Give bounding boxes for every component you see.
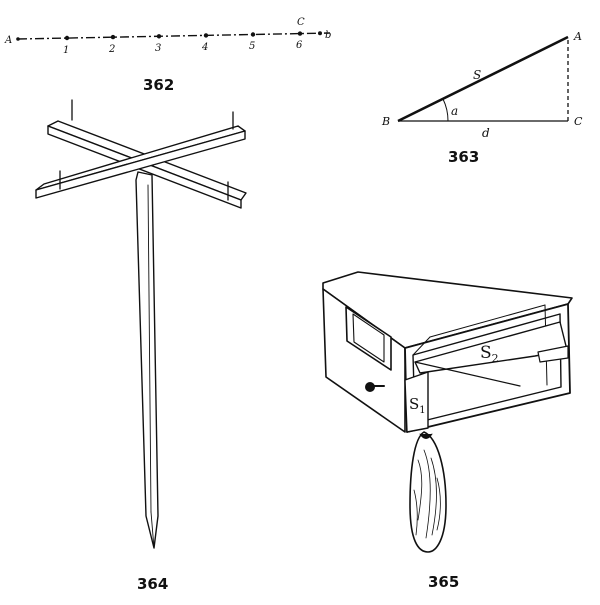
fig362-num-6: 6 <box>296 40 303 51</box>
fig362-label-left: A <box>4 35 12 46</box>
fig362-point-5 <box>250 32 256 37</box>
fig363-vertex-c: C <box>574 115 583 128</box>
fig363-hyp-label: S <box>473 68 481 82</box>
fig365-side-window-inner <box>352 313 385 363</box>
fig362-point-3 <box>156 34 162 39</box>
fig363-vertex-a: A <box>573 30 582 43</box>
fig365-plumb-bob-grain <box>413 449 441 539</box>
fig362-num-3: 3 <box>155 43 161 54</box>
fig365-knob-icon <box>365 382 375 392</box>
fig365-plumb-bob <box>409 431 447 553</box>
fig362-label-top: C <box>297 17 305 28</box>
fig362-point-1 <box>64 35 70 41</box>
fig362-caption: 362 <box>143 76 174 94</box>
fig364-caption: 364 <box>137 575 168 593</box>
fig362-num-4: 4 <box>201 42 208 53</box>
fig365-box-instrument: S2 S1 365 <box>322 271 573 591</box>
fig365-plumb-bob-cap <box>419 433 433 439</box>
fig362-num-5: 5 <box>249 41 255 52</box>
fig362-dashed-line <box>17 32 331 40</box>
fig363-triangle: A B C S a d 363 <box>381 30 583 166</box>
fig362-survey-line: A b C 1 2 3 4 5 6 362 <box>4 17 331 94</box>
fig363-angle-arc <box>442 98 449 122</box>
fig362-num-2: 2 <box>108 44 115 55</box>
fig363-base-label: d <box>482 126 490 140</box>
fig362-end-dot-right <box>318 31 322 36</box>
fig365-mirror-end <box>537 345 569 363</box>
fig364-cross-staff: 364 <box>35 99 247 593</box>
fig364-stake <box>135 171 159 549</box>
fig362-label-right: b <box>325 30 331 41</box>
fig365-side-window <box>345 306 392 371</box>
fig364-stake-tip-edge <box>150 511 155 549</box>
fig365-s1-panel <box>404 371 429 433</box>
fig365-inner-edge-1 <box>412 336 431 356</box>
fig365-label-s1: S1 <box>409 395 426 416</box>
fig362-point-2 <box>110 34 116 40</box>
fig362-point-4 <box>203 33 209 38</box>
fig362-num-1: 1 <box>63 45 69 56</box>
fig364-stake-edge <box>147 184 152 513</box>
fig365-inner-edge-2 <box>429 304 546 338</box>
fig363-vertex-b: B <box>381 115 390 128</box>
fig363-caption: 363 <box>448 148 479 166</box>
fig362-end-dot-left <box>16 37 20 41</box>
fig362-point-6 <box>297 31 303 36</box>
fig363-hypotenuse <box>397 35 569 123</box>
fig365-caption: 365 <box>428 573 459 591</box>
fig364-plank-b-side <box>35 130 246 199</box>
fig365-mirror-lower-edge <box>414 361 521 387</box>
fig363-angle-label: a <box>451 104 458 118</box>
fig365-label-s2: S2 <box>480 343 499 365</box>
